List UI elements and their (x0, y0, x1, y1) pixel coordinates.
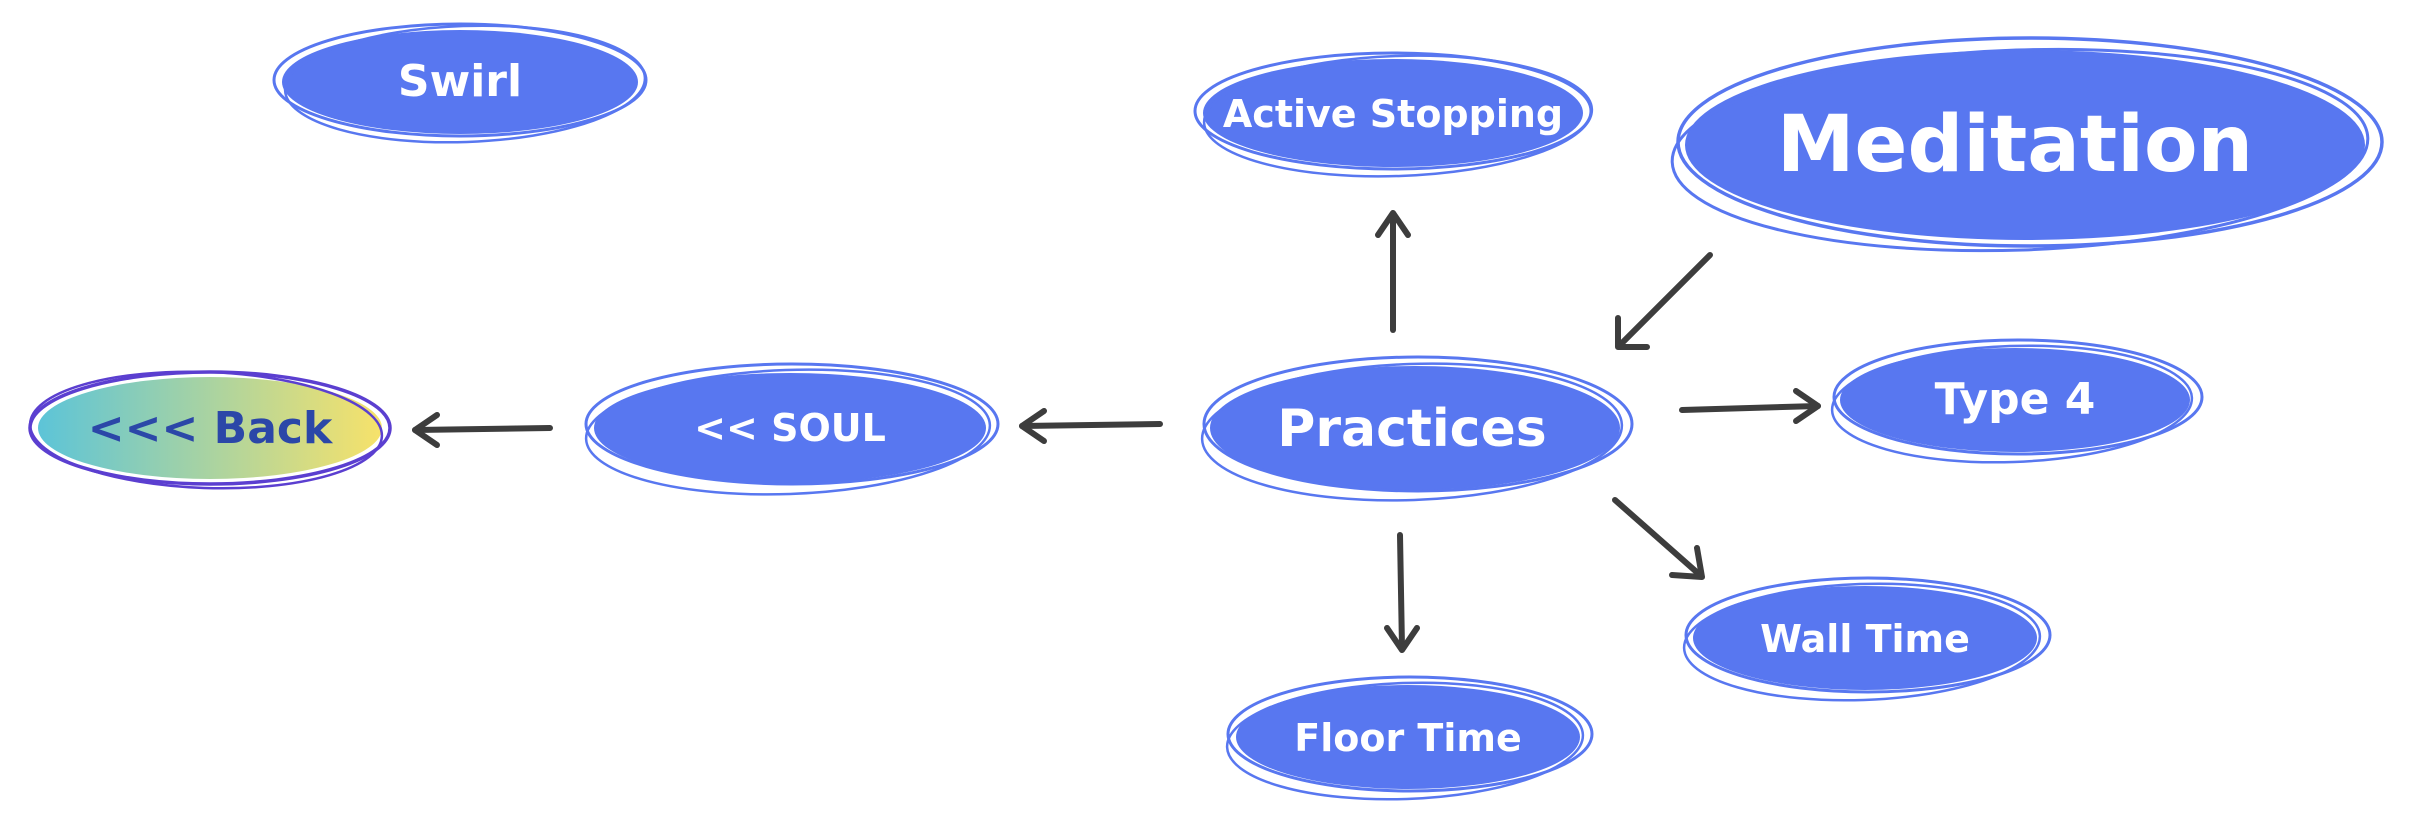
node-practices-label: Practices (1277, 399, 1546, 459)
node-wall-time[interactable]: Wall Time (1682, 576, 2052, 706)
node-meditation-label: Meditation (1777, 100, 2253, 190)
node-back-label: <<< Back (88, 403, 334, 454)
node-type4[interactable]: Type 4 (1830, 338, 2204, 468)
arrow-practices-to-type4 (1679, 388, 1821, 424)
node-soul[interactable]: << SOUL (584, 362, 1000, 501)
node-back[interactable]: <<< Back (28, 366, 392, 494)
arrow-practices-to-floor-time (1384, 532, 1420, 653)
node-swirl-label: Swirl (398, 56, 522, 107)
node-active-stopping[interactable]: Active Stopping (1193, 49, 1594, 182)
node-swirl[interactable]: Swirl (272, 20, 648, 148)
arrow-soul-to-back (412, 412, 553, 448)
node-active-stopping-label: Active Stopping (1223, 92, 1563, 136)
node-type4-label: Type 4 (1935, 374, 2096, 425)
arrow-practices-to-active-stopping (1375, 210, 1411, 333)
arrow-meditation-to-practices (1615, 252, 1713, 350)
arrow-practices-to-soul (1019, 408, 1163, 444)
node-floor-time[interactable]: Floor Time (1225, 675, 1594, 805)
node-wall-time-label: Wall Time (1760, 617, 1970, 661)
node-meditation[interactable]: Meditation (1669, 36, 2384, 262)
node-practices[interactable]: Practices (1200, 355, 1634, 508)
arrow-practices-to-wall-time (1612, 497, 1705, 580)
node-floor-time-label: Floor Time (1294, 716, 1521, 760)
node-soul-label: << SOUL (694, 406, 886, 450)
